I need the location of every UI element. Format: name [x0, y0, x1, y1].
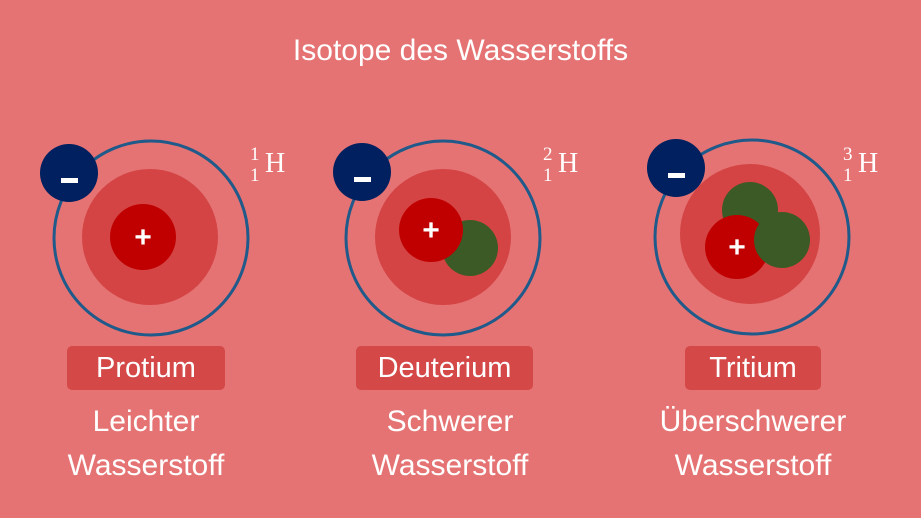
proton [110, 204, 176, 270]
description-tritium: Überschwerer Wasserstoff [603, 400, 903, 488]
atom-tritium: + H 3 1 [647, 138, 878, 336]
mass-number: 3 [843, 144, 853, 165]
atomic-number: 1 [843, 165, 853, 186]
orbit [344, 139, 542, 337]
description-protium: Leichter Wasserstoff [0, 400, 296, 488]
mass-number: 1 [250, 144, 260, 165]
atom-deuterium: + H 2 1 [333, 139, 578, 337]
proton-sign: + [134, 221, 152, 254]
isotope-symbol: H [265, 148, 285, 179]
proton-sign: + [728, 231, 746, 264]
orbit [653, 138, 851, 336]
electron-minus-icon [61, 178, 78, 183]
description-line: Wasserstoff [674, 449, 832, 482]
isotope-symbol: H [558, 148, 578, 179]
description-line: Leichter [92, 405, 200, 438]
orbit [52, 139, 250, 337]
atom-protium: + H 1 1 [40, 139, 285, 337]
atomic-number: 1 [250, 165, 260, 186]
atomic-number: 1 [543, 165, 553, 186]
mass-number: 2 [543, 144, 553, 165]
isotope-name-protium: Protium [67, 346, 225, 390]
proton [705, 215, 769, 279]
isotope-name-tritium: Tritium [685, 346, 821, 390]
description-line: Wasserstoff [67, 449, 225, 482]
neutron [754, 212, 810, 268]
isotope-name-deuterium: Deuterium [356, 346, 533, 390]
electron [333, 143, 391, 201]
electron [647, 139, 705, 197]
description-deuterium: Schwerer Wasserstoff [300, 400, 600, 488]
description-line: Wasserstoff [371, 449, 529, 482]
proton-sign: + [422, 214, 440, 247]
isotope-symbol: H [858, 148, 878, 179]
proton [399, 198, 463, 262]
description-line: Überschwerer [659, 405, 847, 438]
electron-minus-icon [668, 173, 685, 178]
electron-minus-icon [354, 177, 371, 182]
diagram-title: Isotope des Wasserstoffs [292, 34, 629, 67]
electron [40, 144, 98, 202]
description-line: Schwerer [386, 405, 514, 438]
